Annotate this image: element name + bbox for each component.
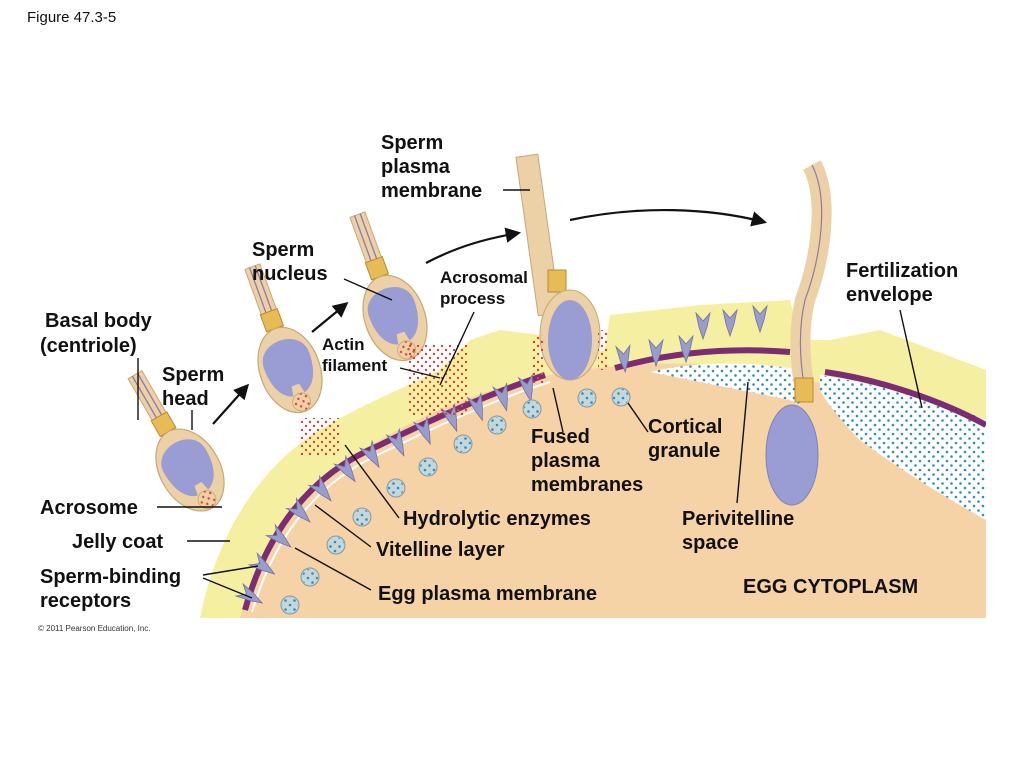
receptor-icon xyxy=(264,523,292,548)
fertilization-envelope-line xyxy=(614,347,791,371)
cortical-granule-icon xyxy=(577,388,597,408)
arrow-2 xyxy=(311,302,349,333)
receptor-icon xyxy=(678,334,694,364)
receptor-icon xyxy=(332,454,356,483)
receptor-icon xyxy=(412,415,431,446)
sperm-nucleus-icon xyxy=(161,439,214,497)
receptor-icon xyxy=(307,474,332,502)
cortical-granule-icon xyxy=(611,387,631,407)
copyright-notice: © 2011 Pearson Education, Inc. xyxy=(38,624,151,633)
receptor-icon xyxy=(648,338,664,368)
receptor-icon xyxy=(234,582,264,604)
cortical-granule-icon xyxy=(280,595,300,615)
label-egg-plasma-membrane: Egg plasma membrane xyxy=(378,583,597,605)
sperm-icon xyxy=(765,160,832,506)
sperm-binding-receptors xyxy=(234,304,768,604)
receptor-icon xyxy=(247,551,276,575)
arrow-1 xyxy=(212,383,250,425)
label-jelly-coat: Jelly coat xyxy=(72,531,164,553)
sperm-icon xyxy=(515,153,601,381)
cortical-granule-icon xyxy=(453,434,473,454)
cortical-granule-icon xyxy=(386,478,406,498)
cortical-granule-icon xyxy=(326,535,346,555)
receptor-icon xyxy=(722,308,738,338)
vitelline-layer xyxy=(242,372,546,611)
receptor-icon xyxy=(285,497,311,523)
receptor-icon xyxy=(517,373,533,403)
arrow-3 xyxy=(425,227,522,264)
label-egg-cytoplasm: EGG CYTOPLASM xyxy=(743,576,918,598)
receptor-icon xyxy=(752,304,768,334)
leader-lines xyxy=(137,189,923,599)
sperm-icon xyxy=(244,263,323,414)
label-vitelline-layer: Vitelline layer xyxy=(376,539,505,561)
acrosome-icon xyxy=(292,392,312,412)
progression-arrows xyxy=(212,208,767,425)
receptor-icon xyxy=(466,391,483,422)
receptor-icon xyxy=(615,343,631,374)
cortical-granule-icon xyxy=(352,507,372,527)
cortical-granule-icon xyxy=(300,567,320,587)
label-acrosome: Acrosome xyxy=(40,497,138,519)
figure-title: Figure 47.3-5 xyxy=(27,9,117,26)
receptor-icon xyxy=(358,439,380,469)
receptor-icon xyxy=(695,311,711,341)
sperm-icon xyxy=(127,370,225,512)
sperm-nucleus-icon xyxy=(765,404,819,506)
cortical-granule-icon xyxy=(487,415,507,435)
sperm-nucleus-icon xyxy=(548,300,592,380)
sperm-nucleus-icon xyxy=(367,287,419,345)
cortical-granule-icon xyxy=(418,457,438,477)
label-basal-body: Basal body(centriole) xyxy=(40,310,153,357)
cortical-granules xyxy=(280,387,631,615)
cortical-granule-icon xyxy=(522,399,542,419)
sperm-nucleus-icon xyxy=(262,339,314,397)
receptor-icon xyxy=(385,427,405,457)
arrow-4 xyxy=(569,208,767,227)
hydrolytic-enzymes xyxy=(300,330,608,456)
receptor-icon xyxy=(492,382,508,412)
label-hydrolytic-enzymes: Hydrolytic enzymes xyxy=(403,508,591,530)
